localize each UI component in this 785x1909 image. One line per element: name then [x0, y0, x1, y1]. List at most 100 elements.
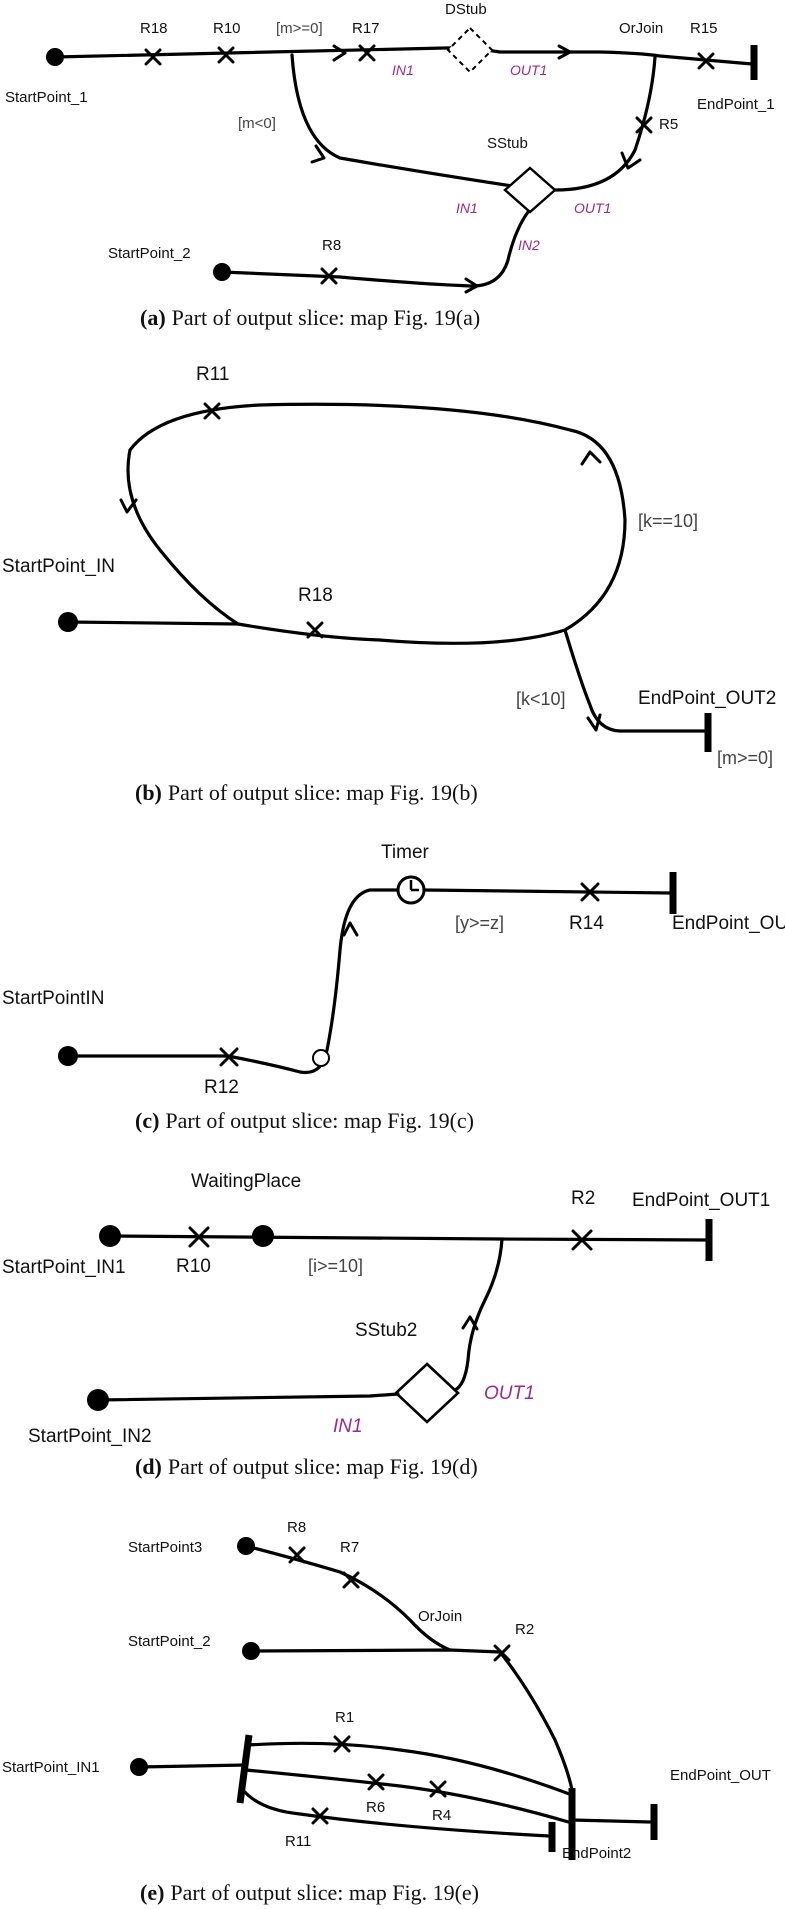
- label-r1: R1: [335, 1709, 354, 1726]
- responsibility-r18: [144, 48, 162, 66]
- arrow-icon: [332, 44, 347, 62]
- label-start-point-1: StartPoint_1: [5, 89, 88, 106]
- arrow-icon: [310, 144, 326, 164]
- label-condition: [k<10]: [516, 689, 566, 709]
- path-b-start: [66, 620, 240, 626]
- static-stub-sstub2: [394, 1362, 460, 1424]
- label-start-point-3: StartPoint3: [128, 1539, 202, 1556]
- responsibility-r4: [429, 1780, 447, 1798]
- label-r4: R4: [432, 1807, 451, 1824]
- label-condition: [m>=0]: [717, 748, 773, 768]
- label-condition: [y>=z]: [455, 913, 504, 933]
- and-fork-bar: [236, 1734, 253, 1804]
- label-port-in2: IN2: [518, 237, 540, 253]
- label-waiting-place: WaitingPlace: [191, 1171, 301, 1192]
- label-sstub2: SStub2: [355, 1320, 417, 1341]
- panel-d: WaitingPlace R2 EndPoint_OUT1 StartPoint…: [2, 1171, 770, 1479]
- label-dstub: DStub: [445, 1, 487, 18]
- path-a-start2: [220, 210, 530, 288]
- arrow-icon: [464, 277, 479, 294]
- responsibility-r2: [571, 1229, 593, 1251]
- caption-d: (d)Part of output slice: map Fig. 19(d): [135, 1454, 478, 1479]
- label-r14: R14: [569, 913, 604, 934]
- label-condition: [i>=10]: [308, 1256, 363, 1276]
- path-e-r11: [241, 1788, 551, 1838]
- path-c-out: [422, 888, 672, 895]
- responsibility-r7: [342, 1571, 360, 1589]
- arrow-icon: [342, 921, 359, 937]
- label-start-point-2: StartPoint_2: [128, 1633, 211, 1650]
- responsibility-r5: [635, 116, 653, 134]
- responsibility-r14: [580, 882, 600, 902]
- label-port-out1: OUT1: [574, 200, 611, 216]
- label-port-out1: OUT1: [484, 1383, 535, 1404]
- responsibility-r11: [311, 1807, 329, 1825]
- label-r5: R5: [659, 116, 678, 133]
- path-e-start2: [249, 1648, 574, 1792]
- responsibility-r10: [217, 46, 235, 64]
- label-r10: R10: [213, 20, 241, 37]
- label-condition: [m>=0]: [276, 20, 323, 37]
- arrow-icon: [461, 1315, 479, 1331]
- path-d-branch: [453, 1237, 504, 1392]
- arrow-icon: [620, 151, 642, 170]
- label-port-in1: IN1: [456, 200, 478, 216]
- responsibility-r8: [320, 267, 338, 285]
- label-start-point-2: StartPoint_2: [108, 245, 191, 262]
- responsibility-r1: [333, 1735, 351, 1753]
- label-orjoin: OrJoin: [418, 1608, 462, 1625]
- path-d-in2: [96, 1392, 400, 1402]
- dynamic-stub-dstub: [446, 26, 494, 74]
- label-start-point-in2: StartPoint_IN2: [28, 1426, 152, 1447]
- panel-a: R18 R10 [m>=0] R17 DStub OrJoin R15 Star…: [5, 1, 775, 330]
- caption-b: (b)Part of output slice: map Fig. 19(b): [135, 780, 478, 805]
- path-b-down: [563, 628, 708, 733]
- panel-e: R8 StartPoint3 R7 OrJoin StartPoint_2 R2…: [2, 1519, 771, 1905]
- responsibility-r8: [288, 1546, 306, 1564]
- caption-c: (c)Part of output slice: map Fig. 19(c): [135, 1108, 474, 1133]
- label-r6: R6: [366, 1799, 385, 1816]
- label-start-point-in1: StartPoint_IN1: [2, 1257, 126, 1278]
- path-c-main: [66, 888, 408, 1075]
- responsibility-r2: [493, 1644, 511, 1662]
- responsibility-r10: [188, 1226, 210, 1248]
- path-a-out1-to-orjoin: [553, 55, 657, 192]
- responsibility-r12: [219, 1047, 239, 1067]
- label-start-point-in: StartPoint_IN: [2, 556, 115, 577]
- arrow-icon: [586, 713, 602, 732]
- label-port-in1: IN1: [333, 1416, 363, 1437]
- arrow-icon: [557, 44, 572, 60]
- label-end-point-out: EndPoint_OUT: [670, 1767, 771, 1784]
- label-r17: R17: [352, 20, 380, 37]
- path-e-r6: [244, 1768, 574, 1825]
- label-port-out1: OUT1: [510, 62, 547, 78]
- label-end-point-1: EndPoint_1: [697, 96, 775, 113]
- panel-b: R11 [k==10] StartPoint_IN R18 [k<10] End…: [2, 364, 776, 805]
- panel-c: Timer [y>=z] R14 EndPoint_OUT2 StartPoin…: [2, 842, 785, 1133]
- label-start-point-in1: StartPoint_IN1: [2, 1759, 100, 1776]
- caption-e: (e)Part of output slice: map Fig. 19(e): [140, 1880, 479, 1905]
- path-d-main: [108, 1234, 708, 1242]
- label-sstub: SStub: [487, 135, 528, 152]
- label-r7: R7: [340, 1539, 359, 1556]
- responsibility-r11: [203, 402, 221, 420]
- label-timer: Timer: [381, 842, 430, 863]
- label-r8: R8: [322, 237, 341, 254]
- label-r10: R10: [176, 1256, 211, 1277]
- waiting-place-empty: [312, 1049, 330, 1067]
- label-end-point-2: EndPoint2: [562, 1845, 631, 1862]
- label-condition: [m<0]: [238, 115, 276, 132]
- responsibility-r15: [697, 52, 715, 70]
- label-r8: R8: [287, 1519, 306, 1536]
- label-end-point-out2: EndPoint_OUT2: [638, 688, 776, 709]
- static-stub-sstub: [503, 166, 557, 214]
- label-r18: R18: [140, 20, 168, 37]
- label-end-point-out2: EndPoint_OUT2: [672, 913, 785, 934]
- path-e-in1: [137, 1763, 248, 1769]
- path-e-r1: [247, 1741, 574, 1797]
- label-r11: R11: [196, 364, 229, 385]
- label-r2: R2: [571, 1188, 595, 1209]
- path-e-out: [570, 1818, 652, 1824]
- path-e-start3: [244, 1544, 452, 1652]
